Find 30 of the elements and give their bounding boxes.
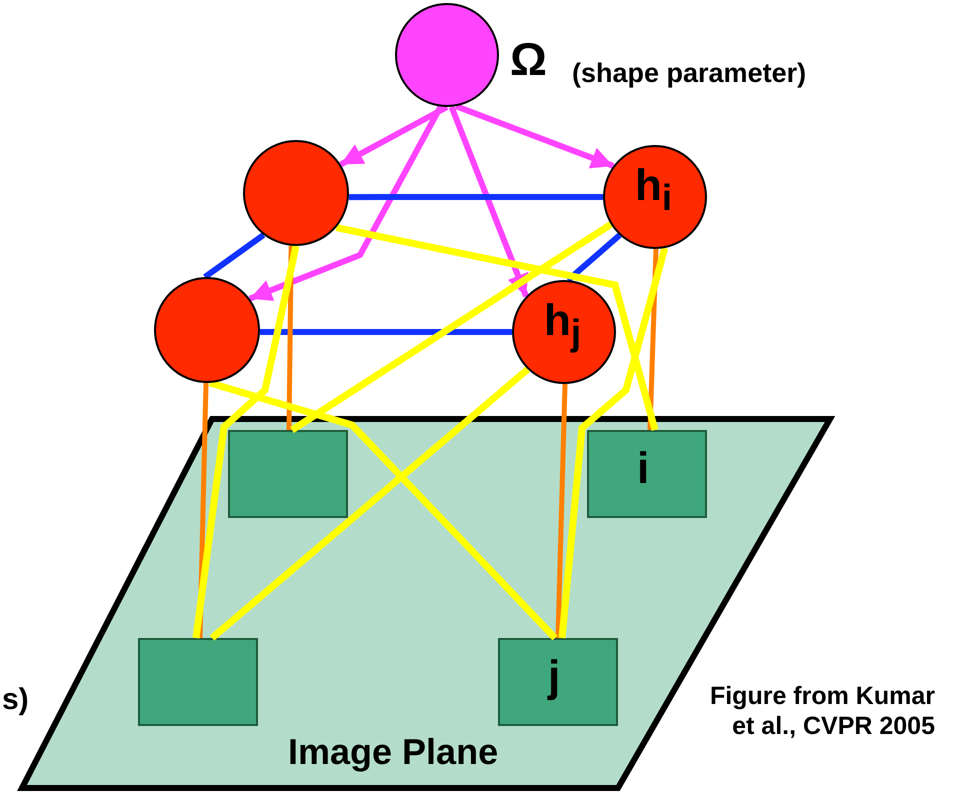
image-patch xyxy=(587,430,707,518)
connector-line xyxy=(203,232,266,280)
arrow xyxy=(454,103,614,169)
parameter-symbol: Ω xyxy=(510,32,547,86)
image-patch xyxy=(138,638,258,726)
connector-line xyxy=(335,224,658,431)
connector-line xyxy=(260,329,512,335)
arrow xyxy=(248,105,444,302)
image-patch xyxy=(498,638,618,726)
connector-line xyxy=(566,232,622,282)
arrow xyxy=(448,106,529,298)
connector-line xyxy=(192,245,300,638)
node-label: h$_{i}$ xyxy=(635,161,672,219)
node-circle xyxy=(512,280,616,384)
arrow xyxy=(339,104,448,168)
connector-line xyxy=(648,248,658,430)
connector-line xyxy=(558,247,668,638)
connector-line xyxy=(286,246,294,430)
image-patch xyxy=(228,430,348,518)
node-label: h$_{j}$ xyxy=(544,296,582,354)
parameter-caption: (shape parameter) xyxy=(572,58,806,89)
plane-label: Image Plane xyxy=(288,731,498,773)
connector-line xyxy=(348,194,603,200)
connector-line xyxy=(556,384,568,638)
connector-line xyxy=(198,382,208,638)
cut-off-label: s) xyxy=(2,683,29,717)
connector-line xyxy=(290,221,613,433)
patch-label: j xyxy=(548,652,560,702)
source-note: Figure from Kumar et al., CVPR 2005 xyxy=(708,681,935,741)
patch-label: i xyxy=(637,444,650,494)
